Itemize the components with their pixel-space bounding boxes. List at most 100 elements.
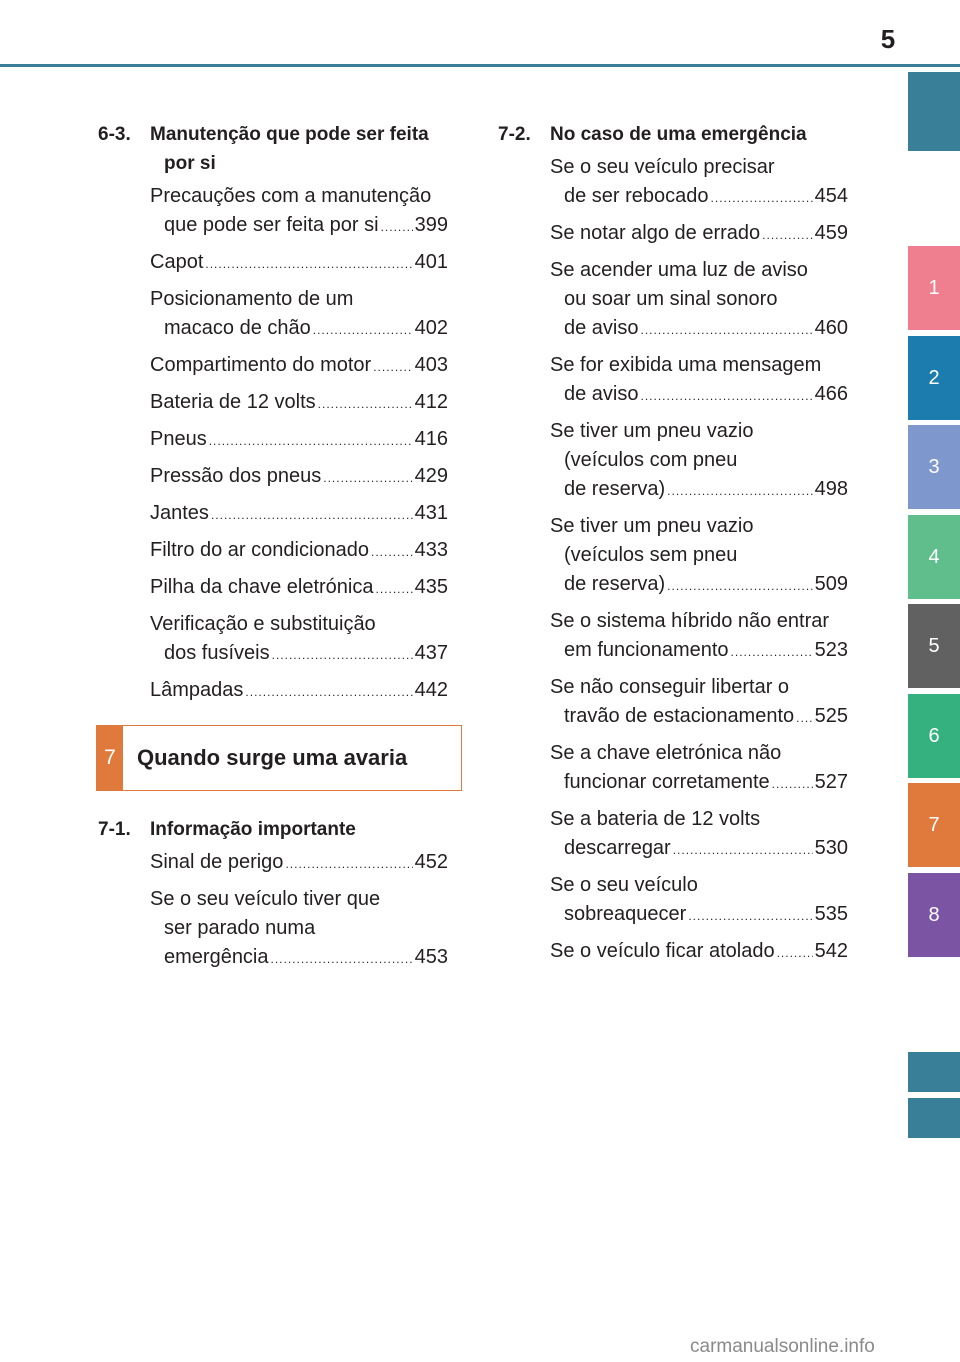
leader-dots: ........................................… (667, 484, 812, 498)
toc-entry-list: Sinal de perigo.........................… (98, 848, 458, 974)
toc-entry[interactable]: Pneus...................................… (150, 425, 448, 456)
toc-entry-last-line: de ser rebocado.........................… (550, 182, 848, 213)
toc-entry-last-line: de aviso................................… (550, 380, 848, 411)
chapter-tab-4[interactable]: 4 (908, 515, 960, 599)
toc-entry[interactable]: Sinal de perigo.........................… (150, 848, 448, 879)
toc-entry-text: Se a bateria de 12 volts (550, 808, 761, 830)
toc-entry-text: Se o seu veículo precisar (550, 156, 775, 178)
toc-entry[interactable]: Verificação e substituição dos fusíveis..… (150, 610, 448, 670)
toc-entry-text: em funcionamento (564, 639, 729, 661)
toc-entry-text: ser parado numa (164, 917, 316, 939)
toc-entry-last-line: Compartimento do motor..................… (150, 351, 448, 382)
toc-page-number: 437 (414, 642, 448, 664)
toc-page-number: 442 (414, 679, 448, 701)
toc-page-number: 429 (414, 465, 448, 487)
toc-entry-text: de reserva) (564, 573, 666, 595)
chapter-tab-2[interactable]: 2 (908, 336, 960, 420)
toc-entry-text: Se o seu veículo (550, 874, 698, 896)
toc-entry-text: ou soar um sinal sonoro (564, 288, 778, 310)
toc-entry-last-line: Bateria de 12 volts.....................… (150, 388, 448, 419)
toc-page-number: 452 (414, 851, 448, 873)
toc-entry[interactable]: Filtro do ar condicionado...............… (150, 536, 448, 567)
section-title-line: Manutenção que pode ser feita (150, 124, 429, 145)
chapter-tab-6[interactable]: 6 (908, 694, 960, 778)
toc-entry-last-line: sobreaquecer............................… (550, 900, 848, 931)
toc-page-number: 525 (814, 705, 848, 727)
leader-dots: ........................................… (373, 360, 413, 374)
chapter-tab-5[interactable]: 5 (908, 604, 960, 688)
chapter-tab-label: 3 (928, 455, 940, 478)
toc-entry[interactable]: Se o veículo ficar atolado..............… (550, 937, 848, 968)
chapter-tab-3[interactable]: 3 (908, 425, 960, 509)
watermark: carmanualsonline.info (690, 1336, 875, 1357)
toc-entry[interactable]: Se o seu veículo precisar de ser rebocado… (550, 153, 848, 213)
toc-entry-last-line: Se notar algo de errado.................… (550, 219, 848, 250)
toc-page-number: 435 (414, 576, 448, 598)
chapter-tab-7[interactable]: 7 (908, 783, 960, 867)
chapter-tab-top[interactable] (908, 72, 960, 151)
toc-entry[interactable]: Compartimento do motor..................… (150, 351, 448, 382)
leader-dots: ........................................… (640, 323, 813, 337)
toc-entry-text: Compartimento do motor (150, 354, 372, 376)
chapter-tab-1[interactable]: 1 (908, 246, 960, 330)
toc-entry-text: Filtro do ar condicionado (150, 539, 370, 561)
toc-entry-text: Pressão dos pneus (150, 465, 322, 487)
toc-entry-text: Se o veículo ficar atolado (550, 940, 775, 962)
section-number: 6-3. (98, 124, 131, 145)
toc-entry-text: Se acender uma luz de aviso (550, 259, 808, 281)
toc-entry[interactable]: Se o seu veículo sobreaquecer............… (550, 871, 848, 931)
toc-entry-text: Se tiver um pneu vazio (550, 515, 754, 537)
toc-entry-last-line: Jantes..................................… (150, 499, 448, 530)
chapter-tab-index-a[interactable] (908, 1052, 960, 1092)
toc-page-number: 416 (414, 428, 448, 450)
toc-page-number: 402 (414, 317, 448, 339)
leader-dots: ........................................… (285, 857, 413, 871)
chapter-tab-8[interactable]: 8 (908, 873, 960, 957)
toc-entry[interactable]: Se notar algo de errado.................… (550, 219, 848, 250)
toc-entry[interactable]: Se tiver um pneu vazio (veículos sem pneu… (550, 512, 848, 601)
toc-entry-text: Se tiver um pneu vazio (550, 420, 754, 442)
toc-entry[interactable]: Se acender uma luz de aviso ou soar um si… (550, 256, 848, 345)
toc-entry-text: travão de estacionamento (564, 705, 795, 727)
toc-entry-text: de aviso (564, 383, 639, 405)
toc-entry-last-line: Lâmpadas................................… (150, 676, 448, 707)
toc-page-number: 399 (414, 214, 448, 236)
toc-entry-last-line: travão de estacionamento................… (550, 702, 848, 733)
leader-dots: ........................................… (672, 843, 813, 857)
toc-entry[interactable]: Capot...................................… (150, 248, 448, 279)
toc-entry-text: Pneus (150, 428, 207, 450)
toc-entry[interactable]: Se tiver um pneu vazio (veículos com pneu… (550, 417, 848, 506)
toc-entry[interactable]: Jantes..................................… (150, 499, 448, 530)
chapter-tab-index-b[interactable] (908, 1098, 960, 1138)
toc-entry-text: (veículos com pneu (564, 449, 738, 471)
toc-entry-text: Se notar algo de errado (550, 222, 761, 244)
toc-entry-text: Verificação e substituição (150, 613, 376, 635)
section-title: Manutenção que pode ser feita por si (150, 120, 458, 178)
toc-entry[interactable]: Pressão dos pneus.......................… (150, 462, 448, 493)
toc-entry[interactable]: Bateria de 12 volts.....................… (150, 388, 448, 419)
toc-entry[interactable]: Pilha da chave eletrónica...............… (150, 573, 448, 604)
leader-dots: ........................................… (375, 582, 412, 596)
toc-page-number: 433 (414, 539, 448, 561)
toc-page-number: 412 (414, 391, 448, 413)
toc-entry[interactable]: Lâmpadas................................… (150, 676, 448, 707)
chapter-tab-label: 7 (928, 813, 940, 836)
leader-dots: ........................................… (776, 946, 813, 960)
leader-dots: ........................................… (205, 257, 413, 271)
section-heading-7-1: 7-1. Informação importante (98, 815, 458, 844)
toc-page-number: 460 (814, 317, 848, 339)
toc-page-number: 527 (814, 771, 848, 793)
toc-entry-last-line: dos fusíveis............................… (150, 639, 448, 670)
toc-entry-text: descarregar (564, 837, 671, 859)
toc-entry[interactable]: Se a bateria de 12 volts descarregar.....… (550, 805, 848, 865)
toc-entry-list: Se o seu veículo precisar de ser rebocado… (498, 153, 858, 968)
toc-page-number: 530 (814, 837, 848, 859)
toc-entry-text: (veículos sem pneu (564, 544, 738, 566)
